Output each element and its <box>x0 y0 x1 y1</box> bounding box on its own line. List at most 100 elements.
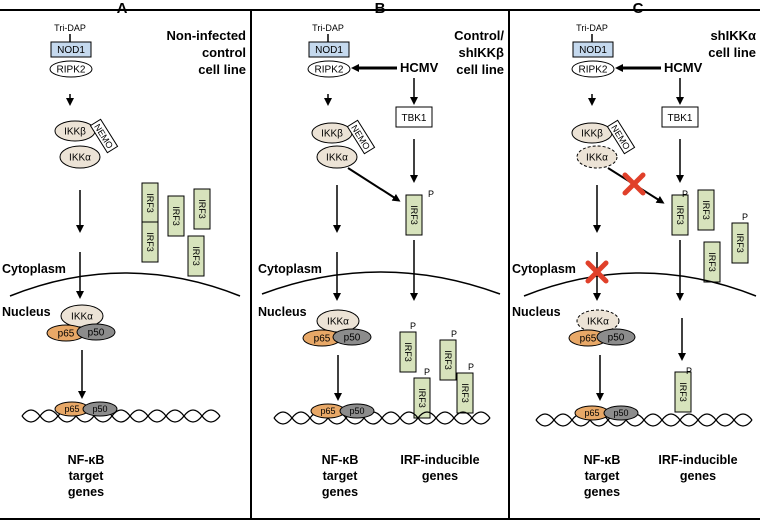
tri-dap-label: Tri-DAP <box>576 23 608 33</box>
nucleus-label: Nucleus <box>2 305 51 319</box>
panel-header: A <box>117 0 128 17</box>
nuclear-ikka-label: IKKα <box>587 317 609 328</box>
ripk2-label: RIPK2 <box>315 65 344 76</box>
condition-line-3: cell line <box>198 62 246 77</box>
irf3-label: IRF3 <box>675 205 685 225</box>
irf3-label: IRF3 <box>460 383 470 403</box>
irf-genes-line-2: genes <box>422 469 458 483</box>
p50-ellipse <box>332 328 372 346</box>
p50-label: p50 <box>608 333 625 344</box>
cytoplasm-label: Cytoplasm <box>258 262 322 276</box>
irf3-box: IRF3 <box>674 371 692 413</box>
arrow-ikka-to-irf3 <box>347 167 401 202</box>
nemo-box: NEMO <box>346 119 376 155</box>
nod1-box <box>308 41 350 58</box>
panel-header: B <box>375 0 386 17</box>
p50-ellipse <box>76 323 116 341</box>
nuclear-ikka-label: IKKα <box>71 312 93 323</box>
phospho-label: P <box>428 189 434 199</box>
panel-header: C <box>633 0 644 17</box>
irf3-label: IRF3 <box>197 199 207 219</box>
tri-dap-label: Tri-DAP <box>312 23 344 33</box>
ikka-ellipse <box>316 145 358 169</box>
irf3-label: IRF3 <box>701 200 711 220</box>
p65-label: p65 <box>580 334 597 345</box>
phospho-label: P <box>468 362 474 372</box>
phospho-label: P <box>451 329 457 339</box>
p50-label: p50 <box>349 406 364 416</box>
irf3-box: IRF3 <box>413 377 431 419</box>
irf3-label: IRF3 <box>171 206 181 226</box>
phospho-label: P <box>424 367 430 377</box>
irf3-box: IRF3 <box>439 339 457 381</box>
irf3-label: IRF3 <box>678 382 688 402</box>
dna-helix <box>273 411 491 425</box>
panel-a: A Non-infected control cell line Tri-DAP… <box>2 0 246 499</box>
nod1-box <box>50 41 92 58</box>
cytoplasm-label: Cytoplasm <box>512 262 576 276</box>
nod1-label: NOD1 <box>315 45 343 56</box>
irf3-box: IRF3 <box>193 188 211 230</box>
irf3-box: IRF3 <box>141 182 159 224</box>
nemo-box: NEMO <box>89 118 119 154</box>
irf-genes-line-2: genes <box>680 469 716 483</box>
ripk2-label: RIPK2 <box>579 65 608 76</box>
p50-label: p50 <box>92 404 107 414</box>
ripk2-label: RIPK2 <box>57 65 86 76</box>
ikkb-label: IKKβ <box>64 127 86 138</box>
nfkb-genes-line-3: genes <box>584 485 620 499</box>
irf3-box: IRF3 <box>187 235 205 277</box>
irf3-box: IRF3 <box>703 241 721 283</box>
irf3-label: IRF3 <box>191 246 201 266</box>
irf3-label: IRF3 <box>443 350 453 370</box>
condition-line-1: shIKKα <box>710 28 756 43</box>
ikka-ellipse-depleted <box>576 145 618 169</box>
nuclear-membrane <box>523 272 757 297</box>
nfkb-genes-line-1: NF-κB <box>584 453 621 467</box>
irf-genes-line-1: IRF-inducible <box>400 453 479 467</box>
tbk1-label: TBK1 <box>667 113 692 124</box>
nucleus-label: Nucleus <box>512 305 561 319</box>
p50-ellipse <box>596 328 636 346</box>
nod1-label: NOD1 <box>579 45 607 56</box>
irf3-box: IRF3 <box>697 189 715 231</box>
nfkb-genes-line-1: NF-κB <box>322 453 359 467</box>
dna-helix <box>535 413 753 427</box>
hcmv-label: HCMV <box>664 60 703 75</box>
phospho-label: P <box>682 189 688 199</box>
p50-label: p50 <box>613 408 628 418</box>
hcmv-label: HCMV <box>400 60 439 75</box>
irf3-label: IRF3 <box>403 342 413 362</box>
tbk1-label: TBK1 <box>401 113 426 124</box>
irf3-label: IRF3 <box>145 232 155 252</box>
dna-helix <box>21 409 221 423</box>
condition-line-1: Control/ <box>454 28 504 43</box>
irf3-box: IRF3 <box>399 331 417 373</box>
p65-label: p65 <box>64 404 79 414</box>
nuclear-membrane <box>261 271 501 295</box>
condition-line-2: control <box>202 45 246 60</box>
phospho-label: P <box>410 321 416 331</box>
nfkb-genes-line-3: genes <box>322 485 358 499</box>
tri-dap-label: Tri-DAP <box>54 23 86 33</box>
phospho-label: P <box>742 212 748 222</box>
tbk1-box <box>395 106 433 128</box>
p50-ellipse <box>82 401 118 417</box>
p50-label: p50 <box>88 328 105 339</box>
condition-line-2: shIKKβ <box>459 45 505 60</box>
red-x-icon <box>585 260 609 284</box>
condition-line-1: Non-infected <box>167 28 247 43</box>
nfkb-genes-line-3: genes <box>68 485 104 499</box>
irf3-box: IRF3 <box>671 194 689 236</box>
nuclear-membrane <box>9 272 241 297</box>
irf3-label: IRF3 <box>409 205 419 225</box>
nod1-box <box>572 41 614 58</box>
irf3-box: IRF3 <box>456 372 474 414</box>
ikka-ellipse <box>59 145 101 169</box>
nod1-label: NOD1 <box>57 45 85 56</box>
ikka-label: IKKα <box>326 153 348 164</box>
red-x-icon <box>622 172 646 196</box>
ikka-label: IKKα <box>586 153 608 164</box>
